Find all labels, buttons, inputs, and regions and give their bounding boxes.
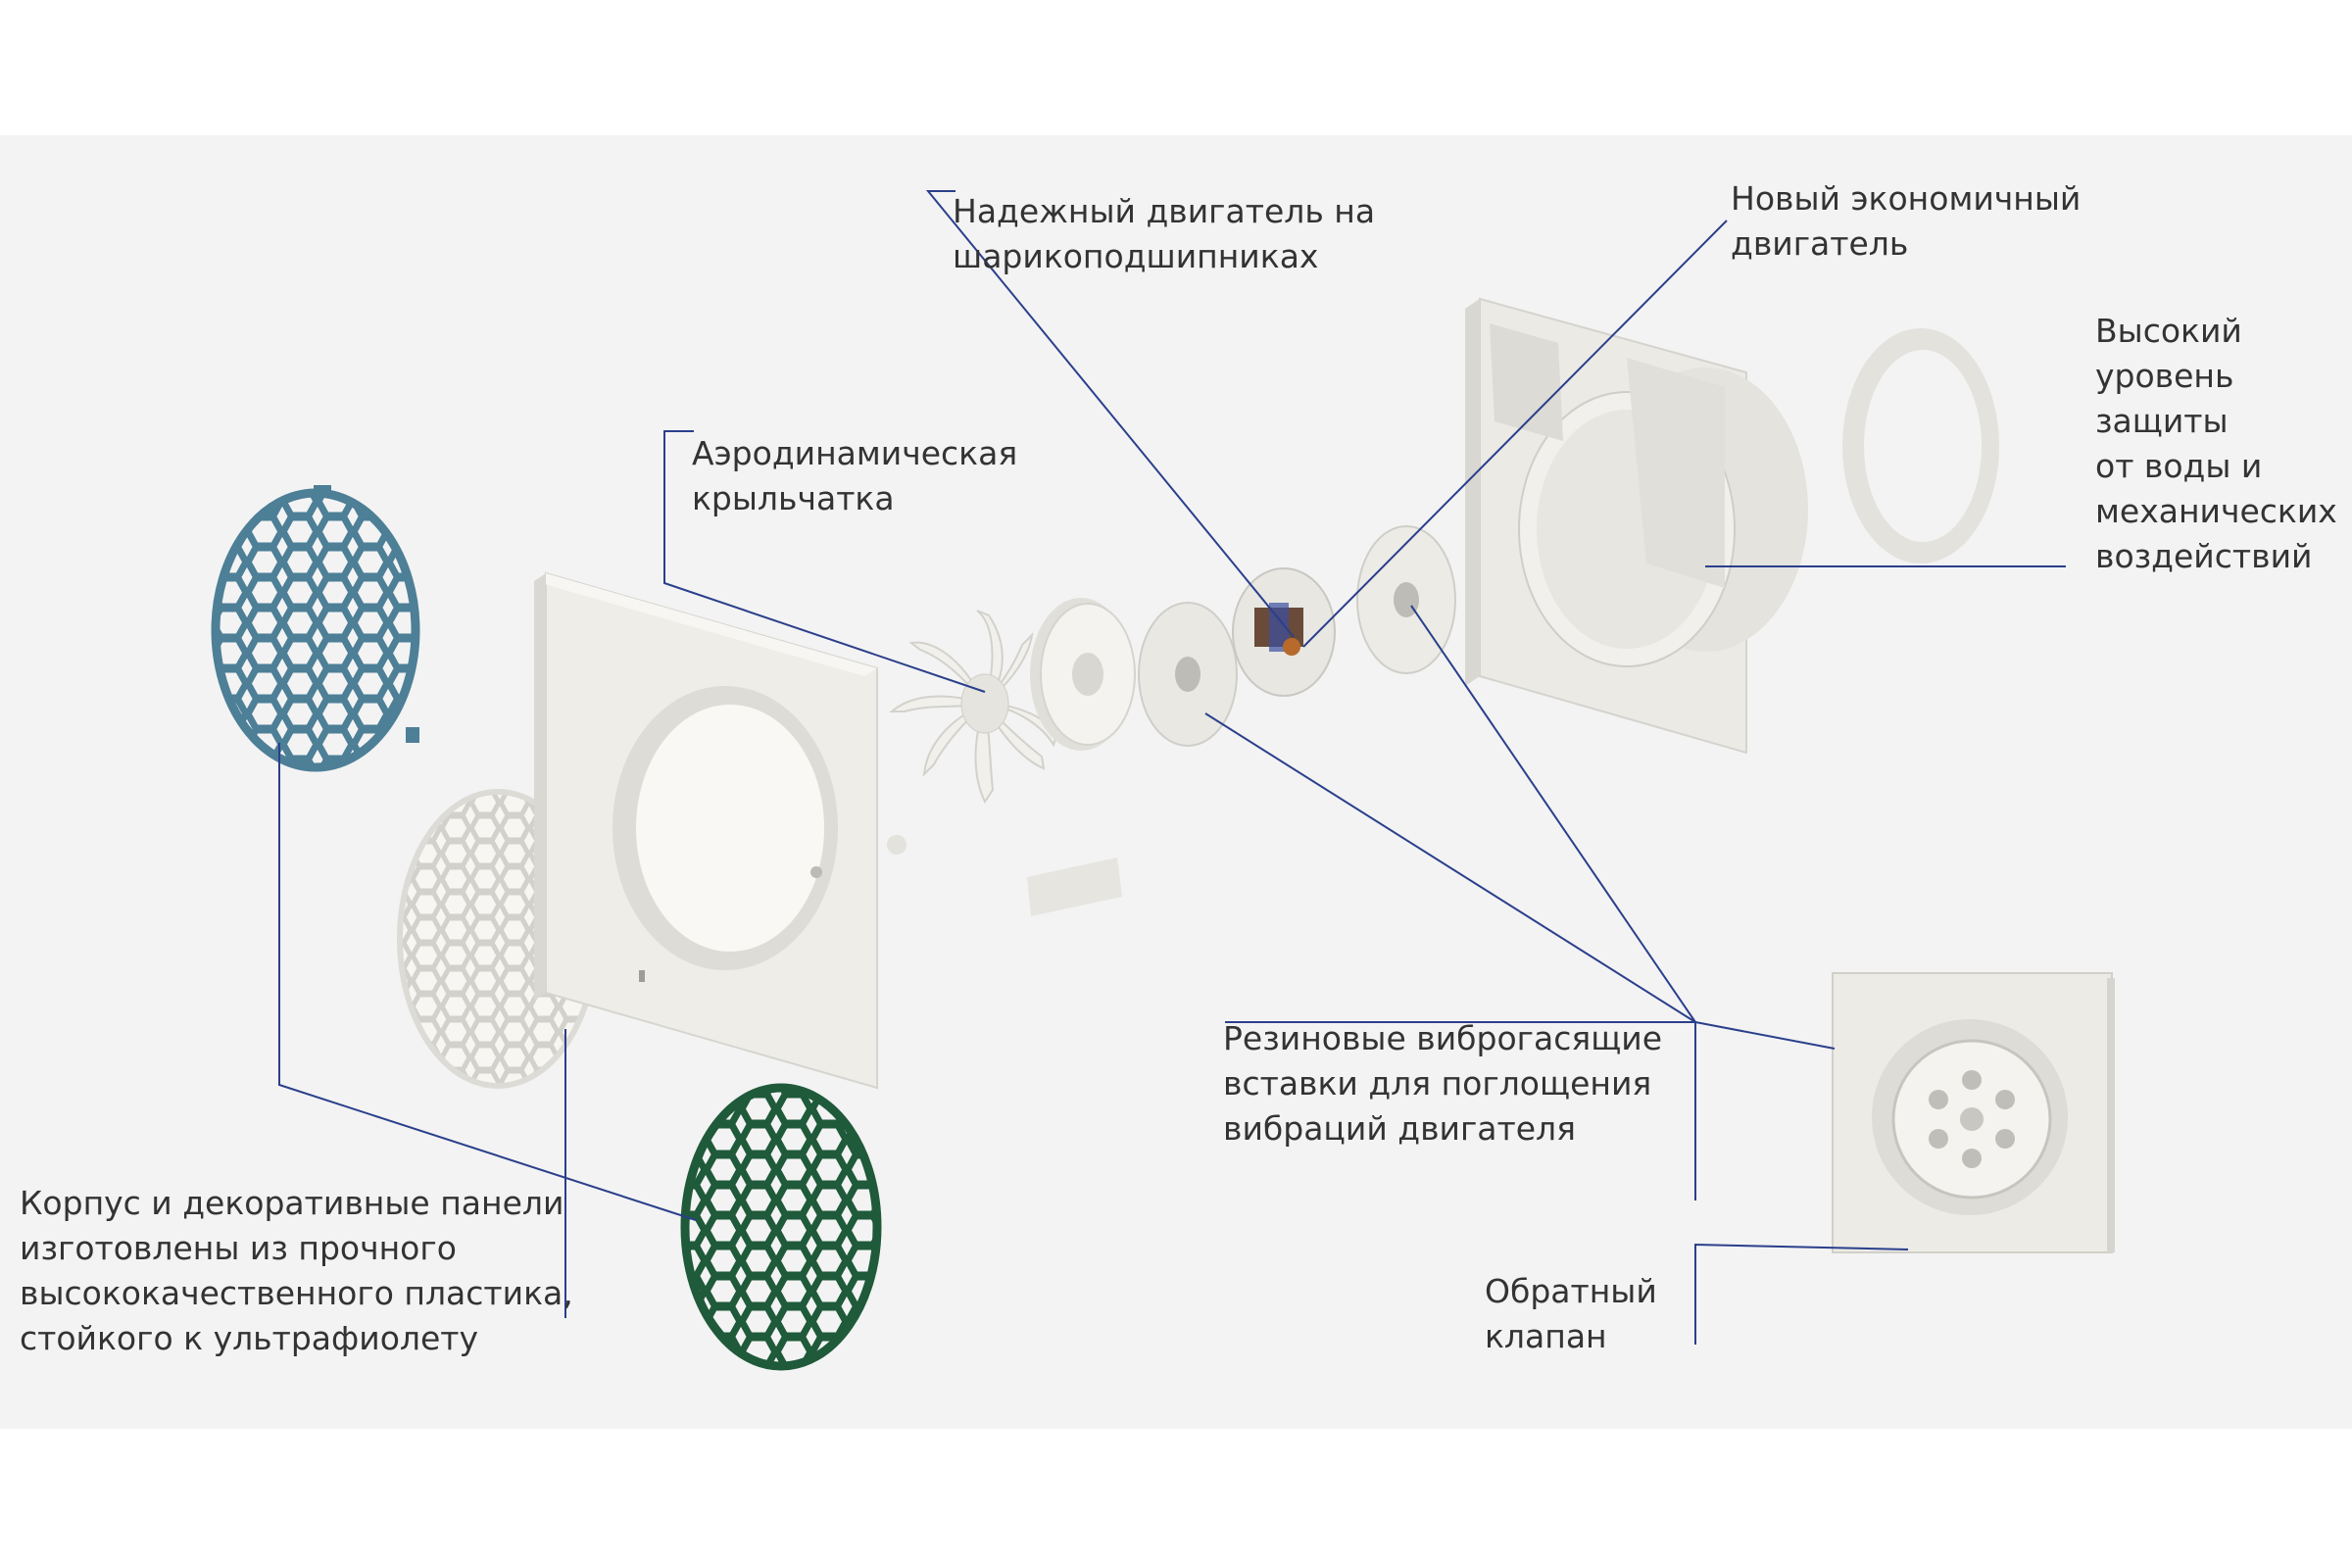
leader-rubber-front	[1204, 712, 1696, 1023]
leader-housing-grille	[278, 743, 697, 1221]
assembled-fan	[1832, 972, 2115, 1253]
rubber-vibration-insert-rear	[1356, 525, 1456, 674]
front-panel	[534, 571, 878, 1090]
leader-rubber-fan	[1694, 1021, 1836, 1050]
label-housing: Корпус и декоративные панели изготовлены…	[20, 1184, 573, 1357]
leader-check-valve	[1694, 1243, 1909, 1345]
small-plastic-part	[1027, 858, 1122, 916]
label-protection: Высокий уровень защиты от воды и механич…	[2095, 312, 2337, 575]
rear-housing	[1465, 297, 1808, 755]
ball-bearing-motor	[1232, 567, 1336, 697]
leader-rubber-rear	[1410, 605, 1696, 1023]
leader-impeller	[663, 430, 986, 693]
label-check-valve: Обратный клапан	[1485, 1272, 1657, 1355]
label-impeller: Аэродинамическая крыльчатка	[692, 434, 1018, 517]
leader-motor-bearings	[925, 190, 1295, 638]
label-rubber-inserts: Резиновые виброгасящие вставки для погло…	[1223, 1019, 1663, 1148]
label-economy-motor: Новый экономичный двигатель	[1731, 179, 2082, 263]
label-motor-bearings: Надежный двигатель на шарикоподшипниках	[953, 192, 1376, 275]
leader-lines	[278, 190, 2066, 1345]
aerodynamic-impeller	[889, 610, 1059, 804]
leader-economy-motor	[1302, 220, 1728, 648]
blue-decorative-grille	[211, 485, 420, 772]
rubber-vibration-insert-front	[1138, 602, 1238, 747]
motor-front-disc	[1030, 598, 1136, 751]
green-decorative-grille	[680, 1083, 882, 1371]
sealing-ring	[1842, 328, 1999, 564]
